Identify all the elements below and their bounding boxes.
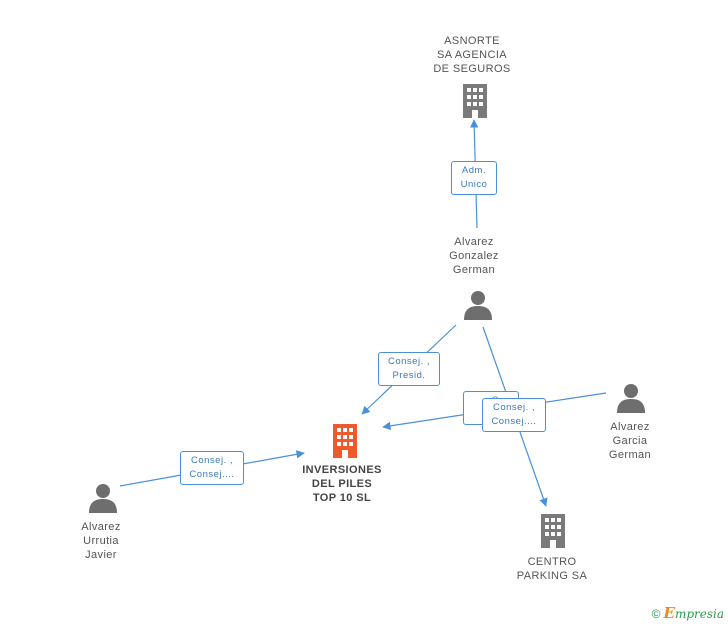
node-label-line: TOP 10 SL [312,492,372,504]
person-icon[interactable] [88,483,118,513]
person-icon[interactable] [463,290,493,320]
node-label-alvarez-urrutia[interactable]: Alvarez Urrutia Javier [62,520,140,562]
edge-label-consej-urrutia[interactable]: Consej. , Consej.... [180,451,244,485]
node-label-line: Alvarez [81,521,121,533]
node-label-line: Alvarez [454,236,494,248]
building-icon[interactable] [460,84,490,118]
edge-label-line: Consej.... [189,469,235,480]
edge-label-consej-garcia[interactable]: Consej. , Consej.... [482,398,546,432]
edge-label-line: Consej. , [388,356,430,367]
node-label-line: Garcia [612,435,648,447]
edge-label-line: Adm. [461,165,487,176]
node-label-line: Gonzalez [449,250,499,262]
node-label-line: Javier [85,549,117,561]
edge-label-adm-unico[interactable]: Adm. Unico [451,161,497,195]
node-label-line: German [608,449,652,461]
empresia-brand[interactable]: ©Empresia [652,604,724,622]
node-label-centro-parking[interactable]: CENTRO PARKING SA [506,555,598,583]
building-icon[interactable] [538,514,568,548]
node-label-line: DE SEGUROS [433,63,511,75]
person-icon[interactable] [616,383,646,413]
node-label-line: CENTRO [527,556,577,568]
edge-label-line: Consej. , [493,402,535,413]
node-label-alvarez-garcia[interactable]: Alvarez Garcia German [592,420,668,462]
node-label-asnorte[interactable]: ASNORTE SA AGENCIA DE SEGUROS [420,34,524,76]
node-label-line: PARKING SA [516,570,588,582]
node-label-line: DEL PILES [311,478,373,490]
node-label-line: SA AGENCIA [436,49,508,61]
brand-initial: E [663,604,675,622]
node-label-alvarez-gonzalez[interactable]: Alvarez Gonzalez German [434,235,514,277]
edge-label-line: Presid. [392,370,426,381]
edge-label-line: Consej. , [191,455,233,466]
edge-label-line: Consej.... [491,416,537,427]
node-label-line: German [452,264,496,276]
copyright-icon: © [651,607,661,621]
node-label-line: Urrutia [83,535,119,547]
brand-name: mpresia [674,607,724,621]
building-icon[interactable] [330,424,360,458]
node-label-line: ASNORTE [444,35,500,47]
edge-label-consej-presid[interactable]: Consej. , Presid. [378,352,440,386]
node-label-inversiones[interactable]: INVERSIONES DEL PILES TOP 10 SL [286,463,398,505]
node-label-line: Alvarez [610,421,650,433]
node-label-line: INVERSIONES [302,464,382,476]
edge-label-line: Unico [460,179,488,190]
